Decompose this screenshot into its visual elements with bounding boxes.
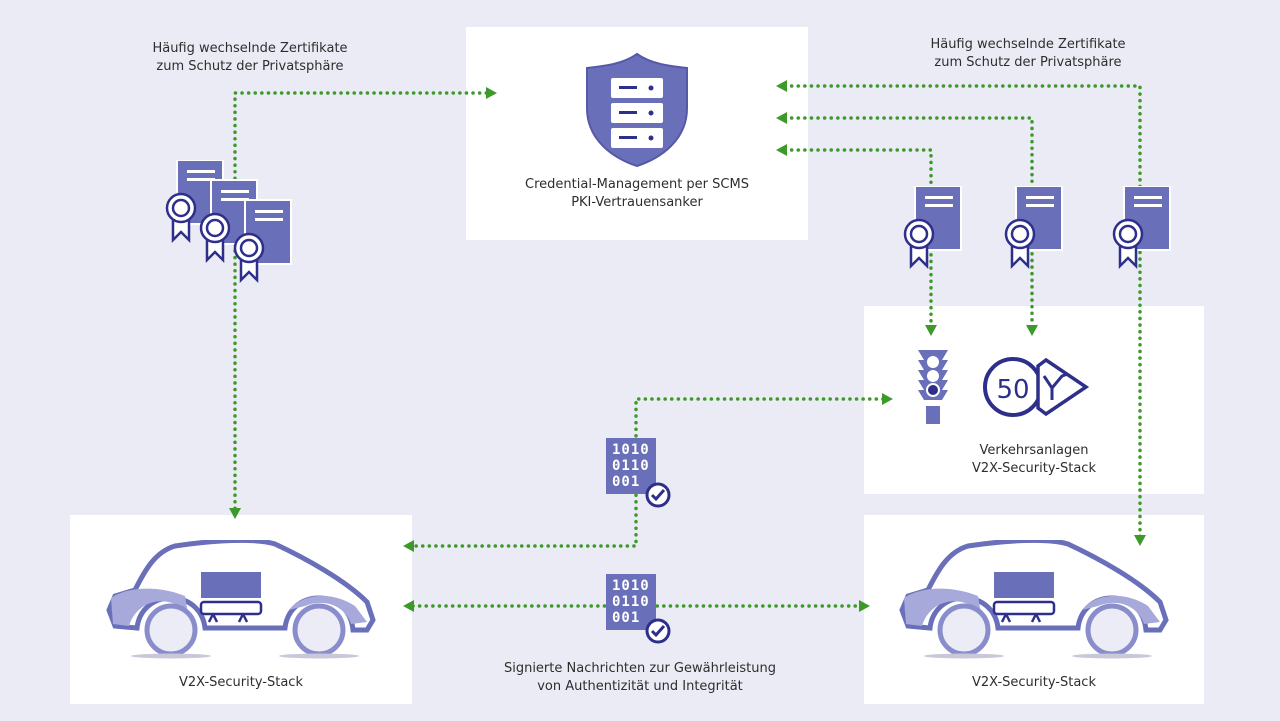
arrow-head (1026, 325, 1038, 336)
arrow-head (403, 600, 414, 612)
label-line: Verkehrsanlagen (979, 443, 1089, 458)
binary-line: 1010 (612, 578, 650, 594)
connector-left-certs-to-scms (233, 91, 490, 517)
binary-line: 1010 (612, 442, 650, 458)
road-junction-sign-icon (1036, 357, 1090, 417)
certificate-icon (1112, 186, 1172, 268)
arrow-head (776, 144, 787, 156)
label-line: PKI-Vertrauensanker (571, 195, 703, 210)
binary-line: 001 (612, 610, 641, 626)
checkmark-icon (645, 618, 671, 644)
certificate-icon (903, 186, 963, 268)
right-certificates-caption: Häufig wechselnde Zertifikate zum Schutz… (878, 36, 1178, 72)
caption-line: Häufig wechselnde Zertifikate (152, 41, 348, 56)
binary-line: 0110 (612, 594, 650, 610)
connector-light-to-scms (783, 148, 933, 327)
left-certificates-caption: Häufig wechselnde Zertifikate zum Schutz… (100, 40, 400, 76)
arrow-head (1134, 535, 1146, 546)
car-icon (898, 540, 1178, 660)
arrow-head (229, 508, 241, 519)
caption-line: von Authentizität und Integrität (537, 679, 743, 694)
checkmark-icon (645, 482, 671, 508)
arrow-head (925, 325, 937, 336)
certificate-stack-icon (165, 160, 293, 282)
signed-message-icon: 1010 0110 001 (606, 574, 656, 630)
label-line: V2X-Security-Stack (972, 461, 1096, 476)
traffic-light-icon (918, 350, 948, 424)
arrow-head (882, 393, 893, 405)
speed-limit-value: 50 (996, 375, 1029, 405)
vehicle-right-label: V2X-Security-Stack (972, 675, 1096, 690)
arrow-head (403, 540, 414, 552)
signed-messages-caption: Signierte Nachrichten zur Gewährleistung… (440, 660, 840, 696)
signed-message-icon: 1010 0110 001 (606, 438, 656, 494)
car-icon (105, 540, 385, 660)
caption-line: zum Schutz der Privatsphäre (934, 55, 1122, 70)
caption-line: Signierte Nachrichten zur Gewährleistung (503, 661, 777, 676)
scms-label: Credential-Management per SCMS PKI-Vertr… (466, 176, 808, 212)
caption-line: Häufig wechselnde Zertifikate (930, 37, 1126, 52)
vehicle-left-label: V2X-Security-Stack (179, 675, 303, 690)
connector-right-vehicle-to-scms (783, 84, 1142, 540)
speed-limit-sign-icon: 50 (983, 357, 1043, 417)
arrow-head (776, 80, 787, 92)
caption-line: zum Schutz der Privatsphäre (156, 59, 344, 74)
label-line: Credential-Management per SCMS (525, 177, 749, 192)
arrow-head (486, 87, 497, 99)
infrastructure-label: Verkehrsanlagen V2X-Security-Stack (864, 442, 1204, 478)
shield-server-icon (586, 52, 688, 168)
arrow-head (776, 112, 787, 124)
certificate-icon (1004, 186, 1064, 268)
binary-line: 0110 (612, 458, 650, 474)
arrow-head (859, 600, 870, 612)
binary-line: 001 (612, 474, 641, 490)
